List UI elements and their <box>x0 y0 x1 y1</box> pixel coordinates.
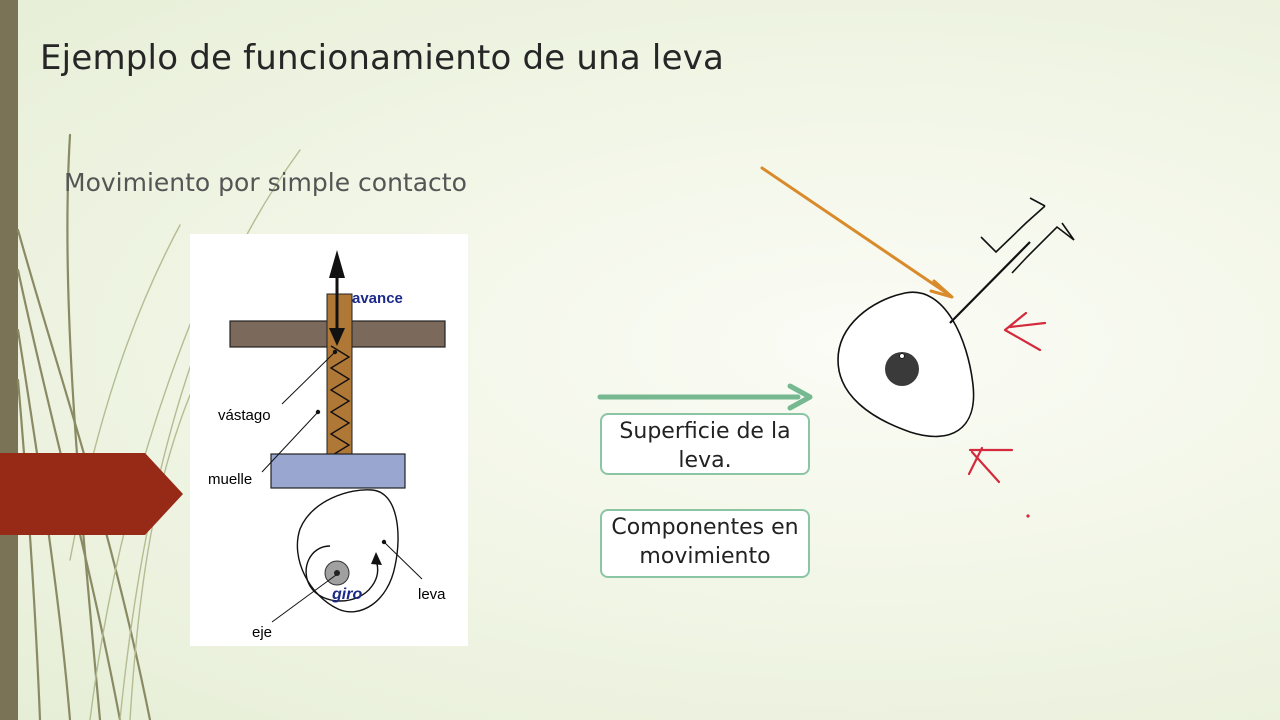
label-rotation: giro <box>332 586 363 603</box>
legend-moving-label: Componentes en movimiento <box>611 515 799 569</box>
arrow-up-icon <box>329 250 345 346</box>
legend-moving-box: Componentes en movimiento <box>600 509 810 578</box>
orange-arrow-icon <box>760 166 954 299</box>
rotation-arc <box>305 545 379 602</box>
slide-subtitle: Movimiento por simple contacto <box>64 168 467 197</box>
slide-title: Ejemplo de funcionamiento de una leva <box>40 38 725 78</box>
legend-surface-label: Superficie de la leva. <box>619 419 791 473</box>
rotation-arrowhead <box>371 552 382 565</box>
cam-body <box>296 489 399 613</box>
sketch-shaft <box>885 352 919 386</box>
cam-mechanism-drawing <box>229 250 446 623</box>
left-decor-bar <box>0 0 18 720</box>
label-advance: avance <box>352 290 403 307</box>
cam-mechanism-figure: avance vástago muelle leva giro eje <box>190 234 468 646</box>
label-cam: leva <box>418 586 446 603</box>
sketch-guide-right <box>1011 225 1075 274</box>
rod <box>326 293 353 458</box>
sketch-guide-left <box>980 205 1046 254</box>
label-shaft: eje <box>252 624 273 641</box>
arrow-right-icon <box>597 383 813 411</box>
legend-surface-box: Superficie de la leva. <box>600 413 810 475</box>
spring <box>329 345 351 457</box>
label-spring: muelle <box>208 471 253 488</box>
label-rod: vástago <box>218 407 271 424</box>
red-arrow-icon <box>967 311 1047 484</box>
red-tab-icon <box>0 453 183 535</box>
follower-plate <box>270 453 406 489</box>
sketch-follower-rod <box>949 241 1031 324</box>
